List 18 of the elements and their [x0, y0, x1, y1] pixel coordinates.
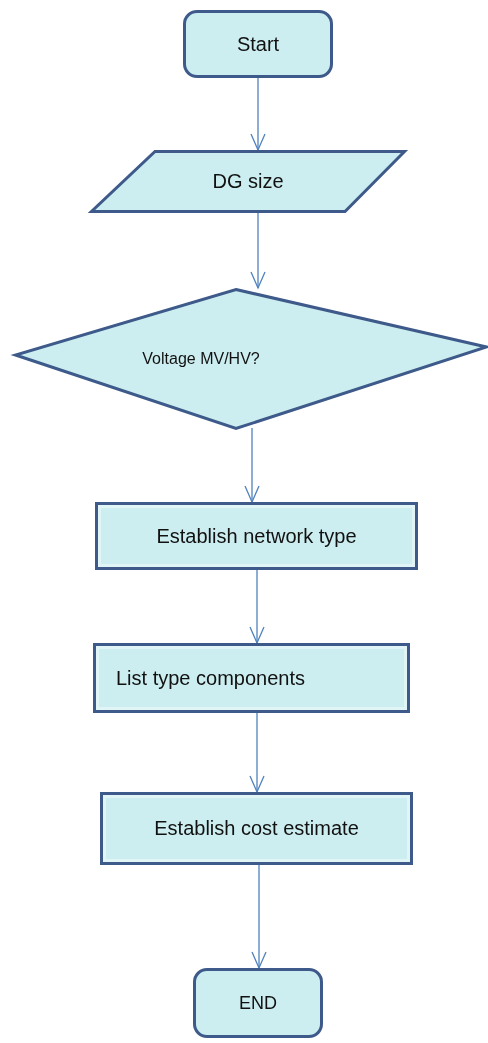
node-label: DG size	[212, 170, 284, 193]
terminal-box	[193, 968, 323, 1038]
process-box	[100, 792, 413, 865]
node-label: Establish cost estimate	[154, 817, 359, 840]
process-box	[93, 643, 410, 713]
arrow	[249, 712, 265, 793]
node-label: END	[239, 992, 277, 1014]
node-label: Voltage MV/HV?	[142, 350, 260, 368]
node-label: Start	[236, 32, 280, 56]
arrow	[250, 212, 266, 289]
arrow	[244, 427, 260, 503]
node-label: List type components	[115, 666, 305, 690]
process-box	[95, 502, 418, 570]
arrow	[249, 569, 265, 644]
node-label: Establish network type	[156, 524, 357, 548]
arrow	[250, 77, 266, 151]
arrow	[251, 864, 267, 969]
terminal-box	[183, 10, 333, 78]
